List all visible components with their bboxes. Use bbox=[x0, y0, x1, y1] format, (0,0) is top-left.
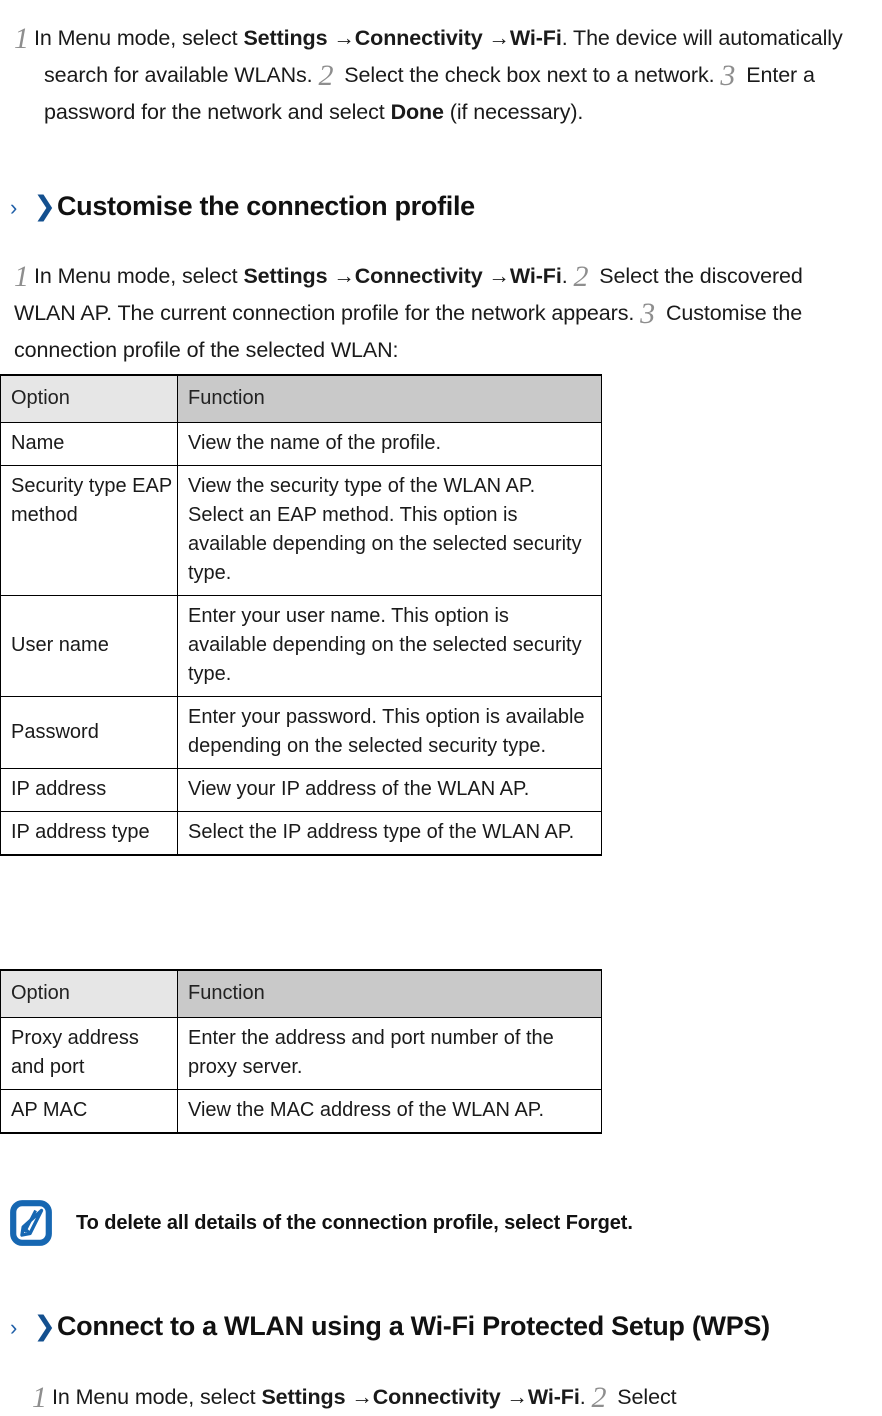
connection-profile-options-table-1: Option Function Name View the name of th… bbox=[0, 374, 602, 856]
table-row: User name Enter your user name. This opt… bbox=[0, 595, 602, 697]
function-ip-address-type: Select the IP address type of the WLAN A… bbox=[177, 811, 602, 856]
note-text: To delete all details of the connection … bbox=[76, 1210, 633, 1236]
wps-arrow-1: → bbox=[345, 1384, 373, 1409]
table-row: Password Enter your password. This optio… bbox=[0, 696, 602, 769]
step-number-2: 2 bbox=[318, 58, 334, 92]
chevron-right-thin-icon: › bbox=[10, 195, 18, 220]
heading-title-customise: Customise the connection profile bbox=[56, 191, 475, 221]
customise-text-d: Customise the connection profile of the … bbox=[14, 300, 803, 362]
option-password: Password bbox=[0, 696, 178, 769]
wps-bold-wifi: Wi-Fi bbox=[527, 1384, 580, 1409]
step-number-1: 1 bbox=[14, 21, 29, 55]
step-number-1: 1 bbox=[14, 259, 29, 293]
intro-text-b: . The device will automatically search f… bbox=[44, 25, 843, 87]
customise-bold-settings: Settings bbox=[243, 263, 328, 288]
column-header-function: Function bbox=[177, 374, 602, 423]
option-ip-address-type: IP address type bbox=[0, 811, 178, 856]
customise-text-c: Select the discovered WLAN AP. The curre… bbox=[14, 263, 803, 325]
table-header-row: Option Function bbox=[0, 374, 602, 423]
intro-text-c: Select the check box next to a network. bbox=[338, 62, 721, 87]
step-number-1: 1 bbox=[32, 1380, 47, 1414]
option-ap-mac: AP MAC bbox=[0, 1089, 178, 1134]
note-bold-forget: Forget bbox=[565, 1212, 628, 1234]
step-number-3: 3 bbox=[640, 296, 656, 330]
step-number-2: 2 bbox=[573, 259, 589, 293]
connection-profile-options-table-2: Option Function Proxy address and port E… bbox=[0, 969, 602, 1134]
customise-bold-connectivity: Connectivity bbox=[354, 263, 483, 288]
option-user-name: User name bbox=[0, 595, 178, 697]
wps-bold-settings: Settings bbox=[261, 1384, 346, 1409]
note-text-a: To delete all details of the connection … bbox=[76, 1212, 566, 1234]
chevron-right-thin-icon: › bbox=[10, 1315, 18, 1340]
intro-bold-done: Done bbox=[390, 99, 444, 124]
chevron-right-bold-icon: ❯ bbox=[33, 1311, 56, 1341]
intro-text-a: In Menu mode, select bbox=[34, 25, 244, 50]
option-name: Name bbox=[0, 422, 178, 466]
intro-text-d: Enter a password for the network and sel… bbox=[44, 62, 815, 124]
section-heading-wps: › ❯ Connect to a WLAN using a Wi-Fi Prot… bbox=[10, 1311, 770, 1342]
function-user-name: Enter your user name. This option is ava… bbox=[177, 595, 602, 697]
wps-bold-connectivity: Connectivity bbox=[372, 1384, 501, 1409]
column-header-function: Function bbox=[177, 969, 602, 1018]
intro-arrow-1: → bbox=[327, 25, 355, 50]
function-ip-address: View your IP address of the WLAN AP. bbox=[177, 768, 602, 812]
table-row: IP address type Select the IP address ty… bbox=[0, 811, 602, 856]
customise-arrow-1: → bbox=[327, 263, 355, 288]
intro-arrow-2: → bbox=[482, 25, 510, 50]
table-row: Proxy address and port Enter the address… bbox=[0, 1017, 602, 1090]
option-proxy-address-and-port: Proxy address and port bbox=[0, 1017, 178, 1090]
heading-title-wps: Connect to a WLAN using a Wi-Fi Protecte… bbox=[56, 1311, 770, 1341]
intro-bold-settings: Settings bbox=[243, 25, 328, 50]
note-text-b: . bbox=[627, 1212, 633, 1234]
intro-bold-wifi: Wi-Fi bbox=[509, 25, 562, 50]
note-pen-icon bbox=[10, 1200, 52, 1246]
function-ap-mac: View the MAC address of the WLAN AP. bbox=[177, 1089, 602, 1134]
intro-text-e: (if necessary). bbox=[443, 99, 584, 124]
wps-arrow-2: → bbox=[500, 1384, 528, 1409]
function-password: Enter your password. This option is avai… bbox=[177, 696, 602, 769]
customise-bold-wifi: Wi-Fi bbox=[509, 263, 562, 288]
customise-arrow-2: → bbox=[482, 263, 510, 288]
table-row: IP address View your IP address of the W… bbox=[0, 768, 602, 812]
note-callout: To delete all details of the connection … bbox=[10, 1200, 633, 1246]
customise-text-b: . bbox=[561, 263, 574, 288]
function-name: View the name of the profile. bbox=[177, 422, 602, 466]
column-header-option: Option bbox=[0, 969, 178, 1018]
chevron-right-bold-icon: ❯ bbox=[33, 191, 56, 221]
column-header-option: Option bbox=[0, 374, 178, 423]
table-header-row: Option Function bbox=[0, 969, 602, 1018]
intro-bold-connectivity: Connectivity bbox=[354, 25, 483, 50]
step-number-2: 2 bbox=[591, 1380, 607, 1414]
table-row: AP MAC View the MAC address of the WLAN … bbox=[0, 1089, 602, 1134]
wps-text-b: . bbox=[579, 1384, 592, 1409]
function-security-type: View the security type of the WLAN AP. S… bbox=[177, 465, 602, 596]
wps-text-c: Select bbox=[611, 1384, 677, 1409]
option-ip-address: IP address bbox=[0, 768, 178, 812]
section-heading-customise: › ❯ Customise the connection profile bbox=[10, 191, 475, 222]
wps-text-a: In Menu mode, select bbox=[52, 1384, 262, 1409]
step-number-3: 3 bbox=[720, 58, 736, 92]
table-row: Security type EAP method View the securi… bbox=[0, 465, 602, 596]
customise-text-a: In Menu mode, select bbox=[34, 263, 244, 288]
option-security-type: Security type EAP method bbox=[0, 465, 178, 596]
table-row: Name View the name of the profile. bbox=[0, 422, 602, 466]
function-proxy-address-and-port: Enter the address and port number of the… bbox=[177, 1017, 602, 1090]
